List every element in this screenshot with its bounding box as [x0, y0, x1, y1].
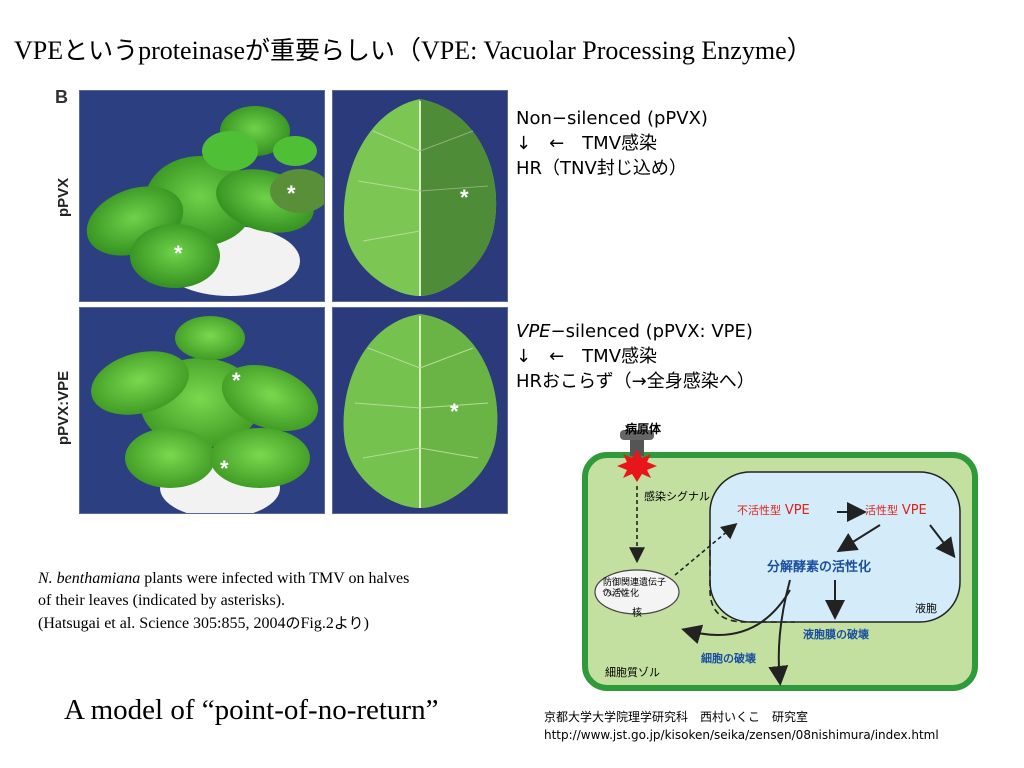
- credit-url[interactable]: http://www.jst.go.jp/kisoken/seika/zense…: [544, 728, 939, 742]
- nucleus-text1: 防御関連遺伝子: [603, 578, 667, 588]
- citation-text: (Hatsugai et al. Science 305:855, 2004: [38, 615, 286, 632]
- asterisk-marker: *: [174, 241, 183, 266]
- nucleus-label: 核: [632, 608, 642, 619]
- infection-signal-label: 感染シグナル: [644, 490, 710, 503]
- photo-ppvx-vpe-whole-plant: * *: [79, 307, 325, 514]
- note-non-silenced: Non−silenced (pPVX) ↓ ← TMV感染 HR（TNV封じ込め…: [516, 106, 708, 181]
- credit-lab: 京都大学大学院理学研究科 西村いくこ 研究室: [544, 710, 809, 724]
- vpe-model-diagram: 病原体 感染シグナル 不活性型 VPE 活性型 VPE 分解酵素の活性化 防御関…: [575, 420, 985, 695]
- note-line-rest: −silenced (pPVX: VPE): [550, 321, 753, 342]
- plant-photo-figure: B pPVX pPVX:VPE * *: [49, 85, 508, 514]
- vacuole: [709, 471, 961, 623]
- asterisk-marker: *: [287, 181, 296, 206]
- vacuole-label: 液胞: [915, 602, 937, 615]
- nucleus: [594, 569, 680, 615]
- slide-title: VPEというproteinaseが重要らしい（VPE: Vacuolar Pro…: [14, 36, 813, 65]
- enzyme-activation-label: 分解酵素の活性化: [767, 560, 872, 575]
- asterisk-marker: *: [450, 399, 459, 424]
- citation-jp: より: [333, 614, 364, 632]
- figure-caption: N. benthamiana plants were infected with…: [38, 568, 518, 635]
- species-name: N. benthamiana: [38, 570, 141, 587]
- caption-line: (Hatsugai et al. Science 305:855, 2004のF…: [38, 612, 518, 635]
- cell-destruction-label: 細胞の破壊: [701, 652, 756, 665]
- note-line: ↓ ← TMV感染: [516, 346, 658, 367]
- model-heading: A model of “point-of-no-return”: [64, 694, 439, 726]
- caption-text: plants were infected with TMV on halves: [140, 570, 410, 587]
- note-line: ↓ ← TMV感染: [516, 133, 658, 154]
- vacuole-membrane-label: 液胞膜の破壊: [803, 628, 869, 641]
- pathogen-label: 病原体: [625, 422, 662, 436]
- citation-jp: の: [285, 614, 301, 632]
- photo-pprx-leaf: *: [332, 90, 508, 302]
- note-line: HR（TNV封じ込め）: [516, 158, 687, 179]
- pathogen-burst-icon: [617, 450, 657, 482]
- asterisk-marker: *: [460, 185, 469, 210]
- row-label-pprx: pPVX: [55, 177, 72, 217]
- citation-close: ): [363, 615, 369, 632]
- citation-fig: Fig.2: [300, 615, 334, 632]
- note-line: VPE−silenced (pPVX: VPE): [516, 319, 755, 344]
- caption-line: of their leaves (indicated by asterisks)…: [38, 592, 286, 609]
- nucleus-gene-label: 防御関連遺伝子の活性化: [603, 578, 666, 600]
- credit-block: 京都大学大学院理学研究科 西村いくこ 研究室 http://www.jst.go…: [544, 708, 939, 744]
- asterisk-marker: *: [232, 368, 241, 393]
- note-vpe-silenced: VPE−silenced (pPVX: VPE) ↓ ← TMV感染 HRおこら…: [516, 319, 755, 394]
- active-vpe-label: 活性型 VPE: [865, 503, 927, 518]
- inactive-vpe-label: 不活性型 VPE: [737, 503, 810, 518]
- photo-pprx-whole-plant: * *: [79, 90, 325, 302]
- row-label-ppvx-vpe: pPVX:VPE: [55, 370, 72, 445]
- caption-line: N. benthamiana plants were infected with…: [38, 568, 518, 590]
- note-line: HRおこらず（→全身感染へ）: [516, 371, 755, 392]
- cytosol-label: 細胞質ゾル: [605, 666, 660, 679]
- asterisk-marker: *: [220, 456, 229, 481]
- vpe-italic: VPE: [516, 321, 551, 342]
- panel-label: B: [55, 87, 68, 107]
- note-line: Non−silenced (pPVX): [516, 108, 708, 129]
- photo-ppvx-vpe-leaf: *: [332, 307, 508, 514]
- nucleus-text2: の活性化: [603, 589, 640, 599]
